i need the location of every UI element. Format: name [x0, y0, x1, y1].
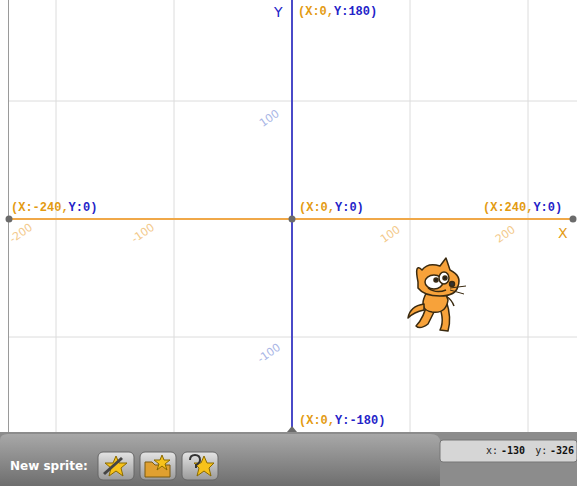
tick-label: 100	[379, 224, 403, 245]
tick-label: 200	[494, 224, 518, 245]
readout-label: x:	[486, 446, 498, 456]
tick-label: 100	[258, 108, 282, 129]
coordinate-label: Y:0)	[533, 202, 562, 214]
new-sprite-label: New sprite:	[10, 460, 88, 472]
coordinate-label: (X:240,	[483, 202, 533, 214]
coordinate-label: (X:-240,	[11, 202, 69, 214]
coordinate-label: (X:0,	[299, 202, 335, 214]
sprite-bar	[0, 432, 577, 486]
new-sprite-buttons	[98, 452, 218, 480]
coordinate-label: Y:-180)	[335, 415, 385, 427]
coordinate-label: (X:0,	[299, 415, 335, 427]
coordinate-label: (X:0,	[298, 6, 334, 18]
cat-sprite	[408, 258, 466, 331]
axis-name: Y	[274, 5, 283, 19]
tick-label: -100	[130, 222, 157, 245]
coordinate-label: Y:0)	[335, 202, 364, 214]
coordinate-label: Y:180)	[334, 6, 377, 18]
readout-label: y:	[535, 446, 547, 456]
sprite-bar-panel	[0, 434, 440, 486]
readout-value: -130	[501, 446, 525, 456]
readout-value: -326	[550, 446, 574, 456]
axis-dots	[6, 216, 577, 433]
axis-name: X	[558, 226, 568, 240]
tick-label: -100	[256, 342, 283, 365]
coordinate-label: Y:0)	[69, 202, 98, 214]
grid-lines	[8, 0, 577, 432]
tick-label: -200	[8, 222, 35, 245]
coordinate-readout	[440, 440, 577, 462]
